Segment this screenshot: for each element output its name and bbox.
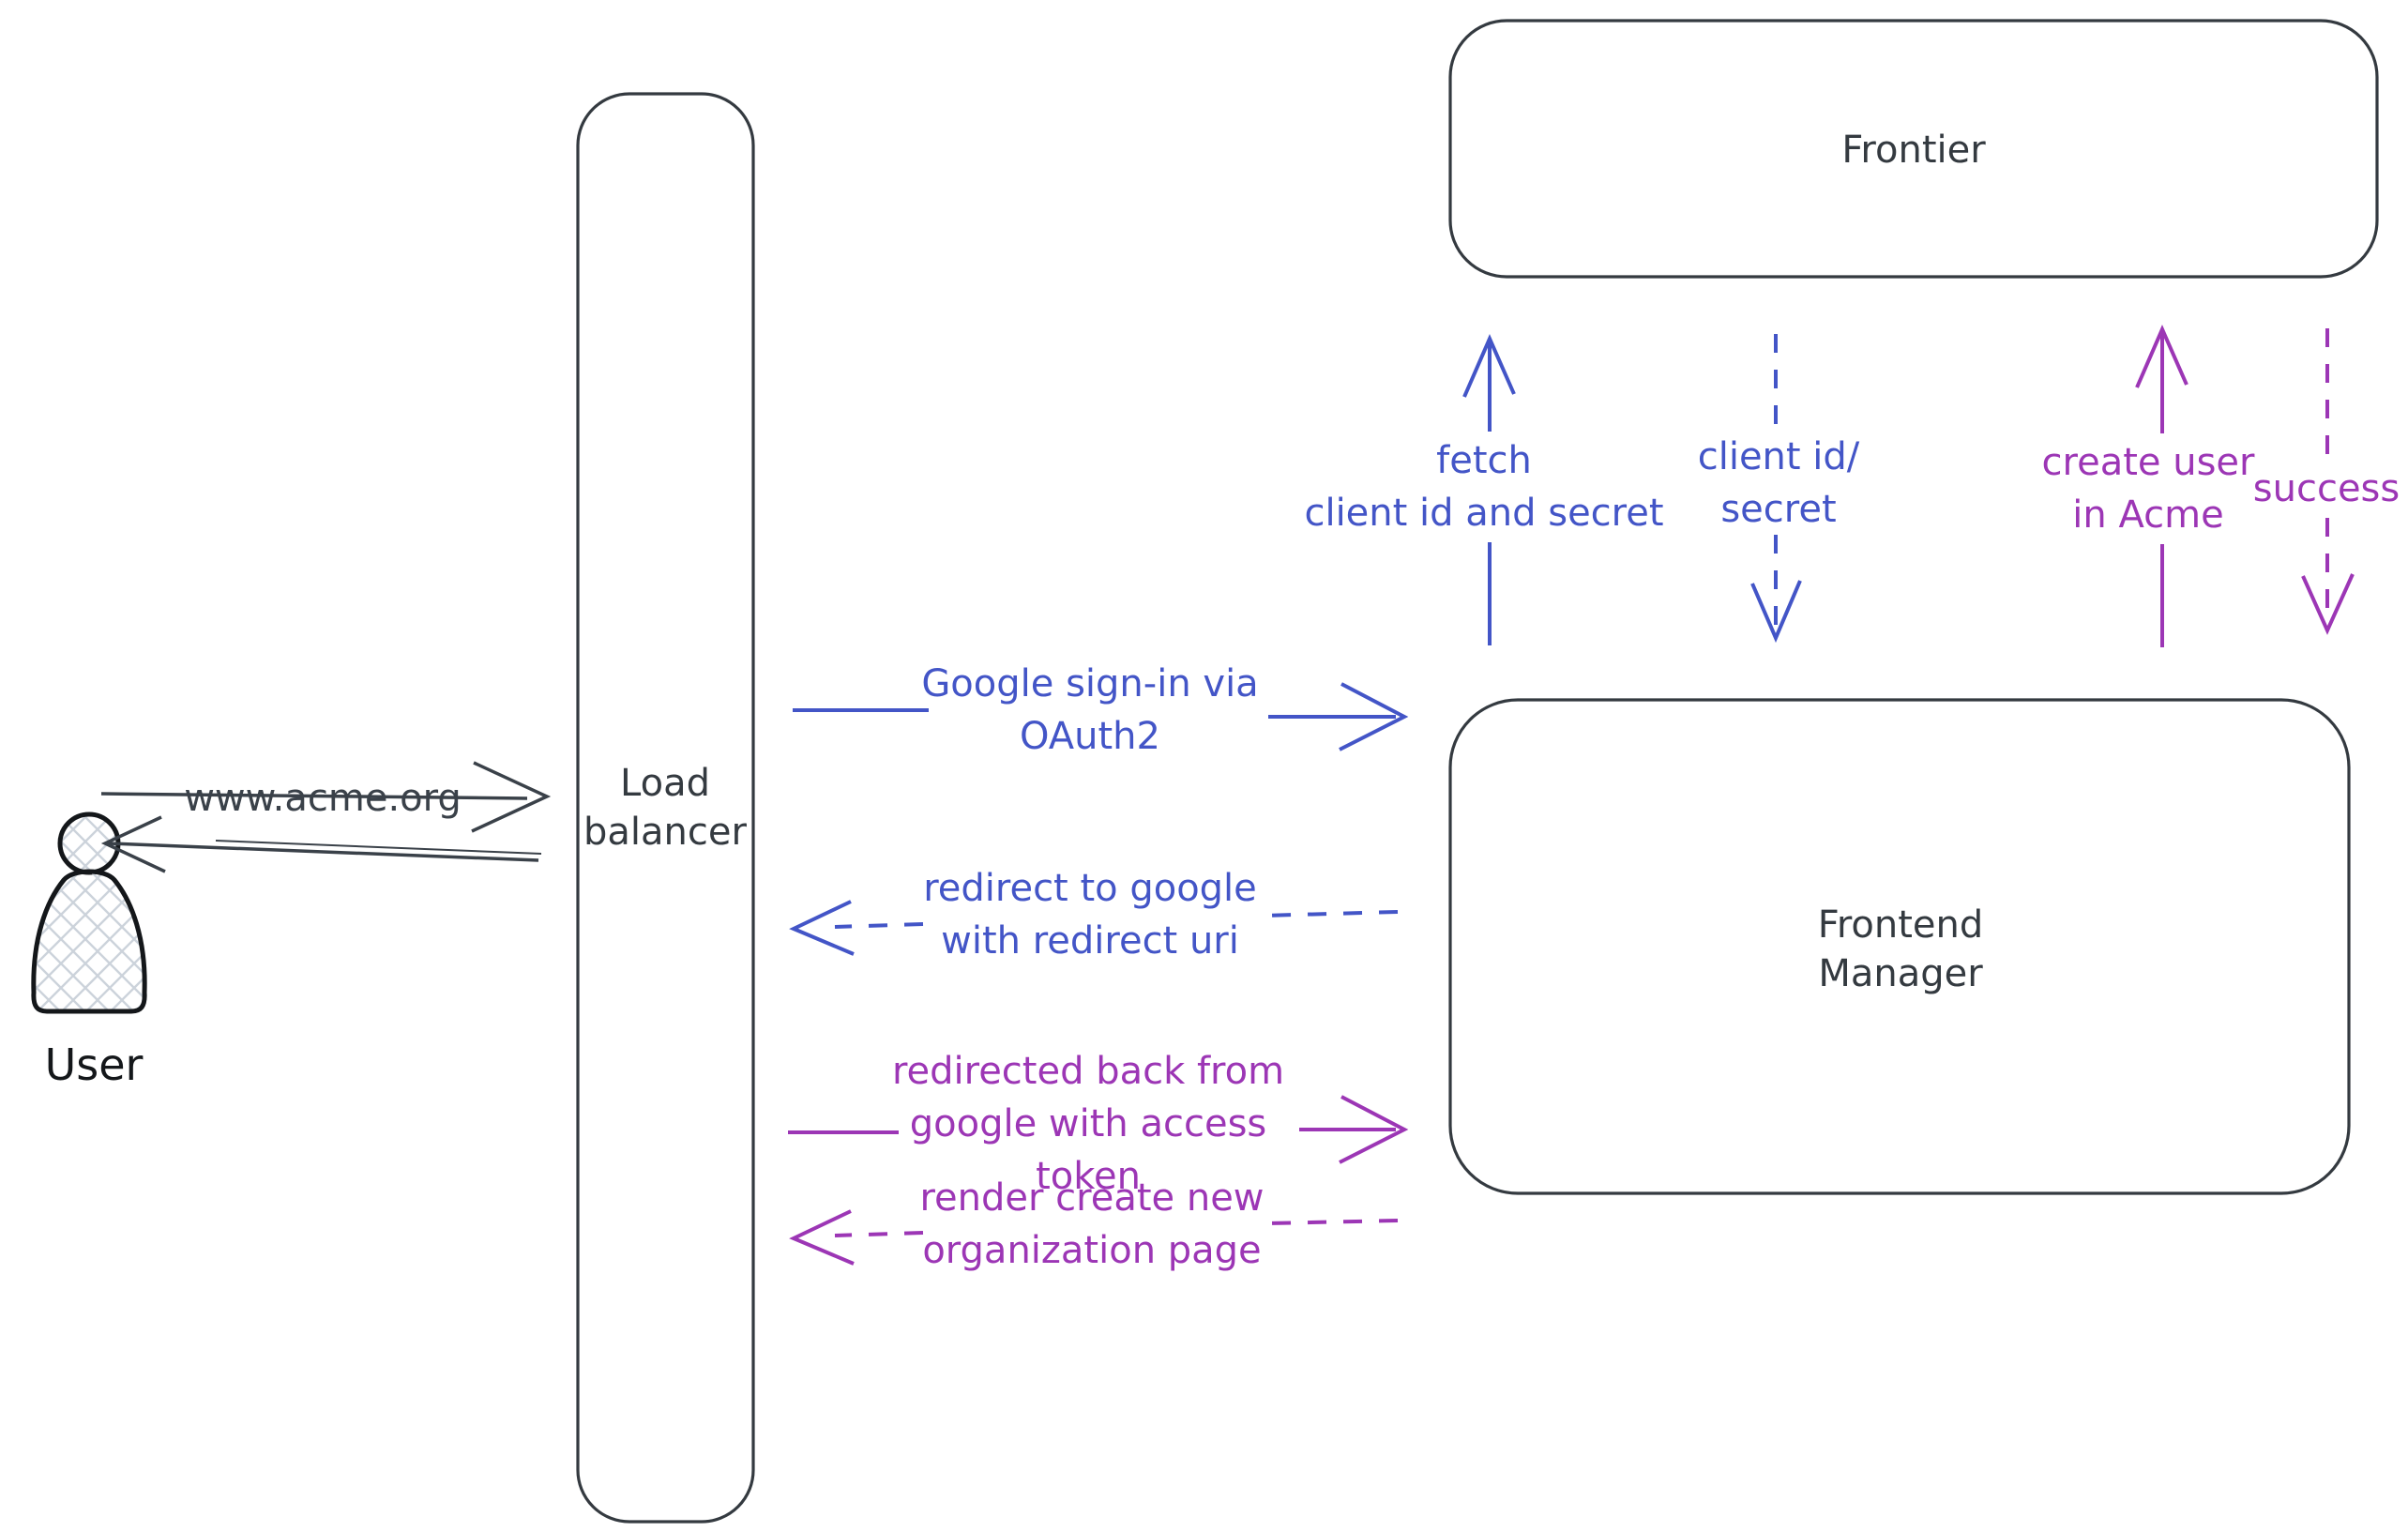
- create-user-label-line1: create user: [2041, 441, 2255, 484]
- load-balancer-label-line2: balancer: [583, 811, 747, 854]
- acme-request-arrowhead: [471, 761, 552, 833]
- redirect-google-label-line2: with redirect uri: [941, 919, 1239, 963]
- frontend-manager-box: [1448, 698, 2351, 1195]
- frontend-manager-label-line1: Frontend: [1817, 903, 1984, 947]
- redirect-google-arrowhead: [789, 900, 855, 956]
- google-signin-arrowhead: [1339, 682, 1409, 751]
- redirected-back-label-line3: token: [1036, 1155, 1141, 1198]
- success-arrowhead: [2301, 573, 2355, 635]
- return-arrow-line2: [215, 840, 542, 855]
- create-user-label-line2: in Acme: [2072, 493, 2224, 537]
- frontier-box: [1448, 19, 2379, 279]
- redirect-google-label-line1: redirect to google: [923, 867, 1257, 910]
- redirect-google-label: redirect to google with redirect uri: [923, 862, 1257, 967]
- redirected-back-arrowhead: [1339, 1095, 1409, 1164]
- client-secret-arrowhead: [1750, 580, 1802, 644]
- success-label: success: [2252, 467, 2400, 510]
- redirected-back-label-line2: google with access: [909, 1102, 1267, 1145]
- fetch-secret-arrowhead: [1462, 334, 1516, 398]
- load-balancer-box: [576, 92, 755, 1524]
- frontier-label: Frontier: [1841, 129, 1986, 172]
- load-balancer-label: Load balancer: [583, 759, 747, 857]
- redirected-back-label: redirected back from google with access …: [892, 1045, 1284, 1203]
- return-arrowhead: [100, 815, 166, 873]
- frontend-manager-label: Frontend Manager: [1818, 901, 1984, 998]
- redirected-back-label-line1: redirected back from: [891, 1050, 1285, 1093]
- load-balancer-label-line1: Load: [620, 762, 710, 805]
- client-secret-label-line2: secret: [1720, 488, 1837, 531]
- create-user-arrowhead: [2135, 325, 2188, 388]
- google-signin-label: Google sign-in via OAuth2: [921, 658, 1258, 763]
- render-page-label-line2: organization page: [922, 1229, 1262, 1272]
- user-figure: [31, 812, 147, 1014]
- google-signin-label-line1: Google sign-in via: [921, 662, 1259, 705]
- user-body: [31, 869, 147, 1014]
- render-page-arrowhead: [789, 1209, 855, 1266]
- client-secret-label: client id/ secret: [1698, 431, 1860, 536]
- render-page-label: render create new organization page: [919, 1172, 1264, 1277]
- fetch-secret-label-line2: client id and secret: [1304, 492, 1664, 535]
- frontend-manager-label-line2: Manager: [1818, 952, 1983, 995]
- redirect-google-arrow-line-right: [1262, 910, 1399, 918]
- render-page-arrow-line-right: [1267, 1219, 1399, 1225]
- redirect-google-arrow-line-left: [834, 922, 924, 929]
- render-page-label-line1: render create new: [919, 1176, 1265, 1220]
- render-page-arrow-line-left: [834, 1231, 924, 1237]
- user-label: User: [44, 1039, 144, 1090]
- acme-request-arrow-line: [100, 792, 528, 800]
- fetch-secret-label: fetch client id and secret: [1304, 434, 1663, 539]
- acme-request-label: www.acme.org: [184, 777, 462, 820]
- client-secret-label-line1: client id/: [1697, 435, 1860, 478]
- google-signin-label-line2: OAuth2: [1020, 715, 1160, 758]
- return-arrow-line: [108, 842, 539, 862]
- fetch-secret-label-line1: fetch: [1436, 439, 1532, 482]
- create-user-label: create user in Acme: [2042, 436, 2255, 541]
